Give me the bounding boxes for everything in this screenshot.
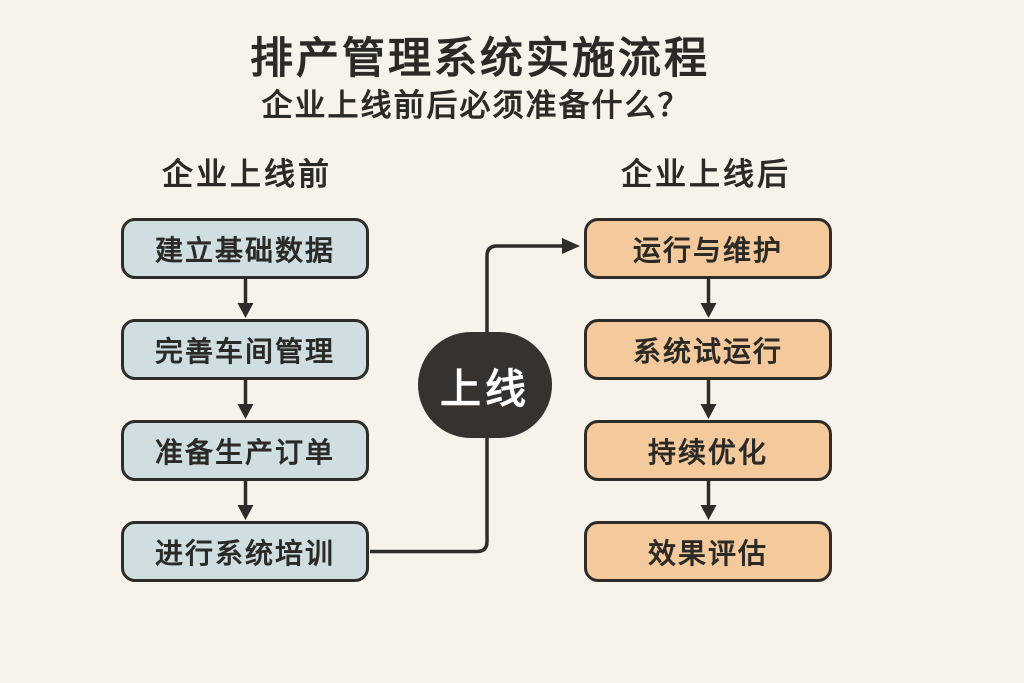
- flow-step-effect-evaluation: 效果评估: [584, 521, 832, 582]
- flow-step-operation-maintenance: 运行与维护: [584, 218, 832, 279]
- flow-step-system-training: 进行系统培训: [121, 521, 369, 582]
- column-heading-before: 企业上线前: [162, 157, 332, 192]
- go-live-node: 上线: [418, 332, 552, 438]
- flow-step-continuous-optimization: 持续优化: [584, 420, 832, 481]
- flow-step-improve-workshop-management: 完善车间管理: [121, 319, 369, 380]
- flow-step-system-trial-run: 系统试运行: [584, 319, 832, 380]
- page-subtitle: 企业上线前后必须准备什么？: [261, 88, 691, 123]
- flow-step-establish-base-data: 建立基础数据: [121, 218, 369, 279]
- column-heading-after: 企业上线后: [621, 157, 791, 192]
- flow-step-prepare-production-orders: 准备生产订单: [121, 420, 369, 481]
- page-title: 排产管理系统实施流程: [250, 35, 710, 83]
